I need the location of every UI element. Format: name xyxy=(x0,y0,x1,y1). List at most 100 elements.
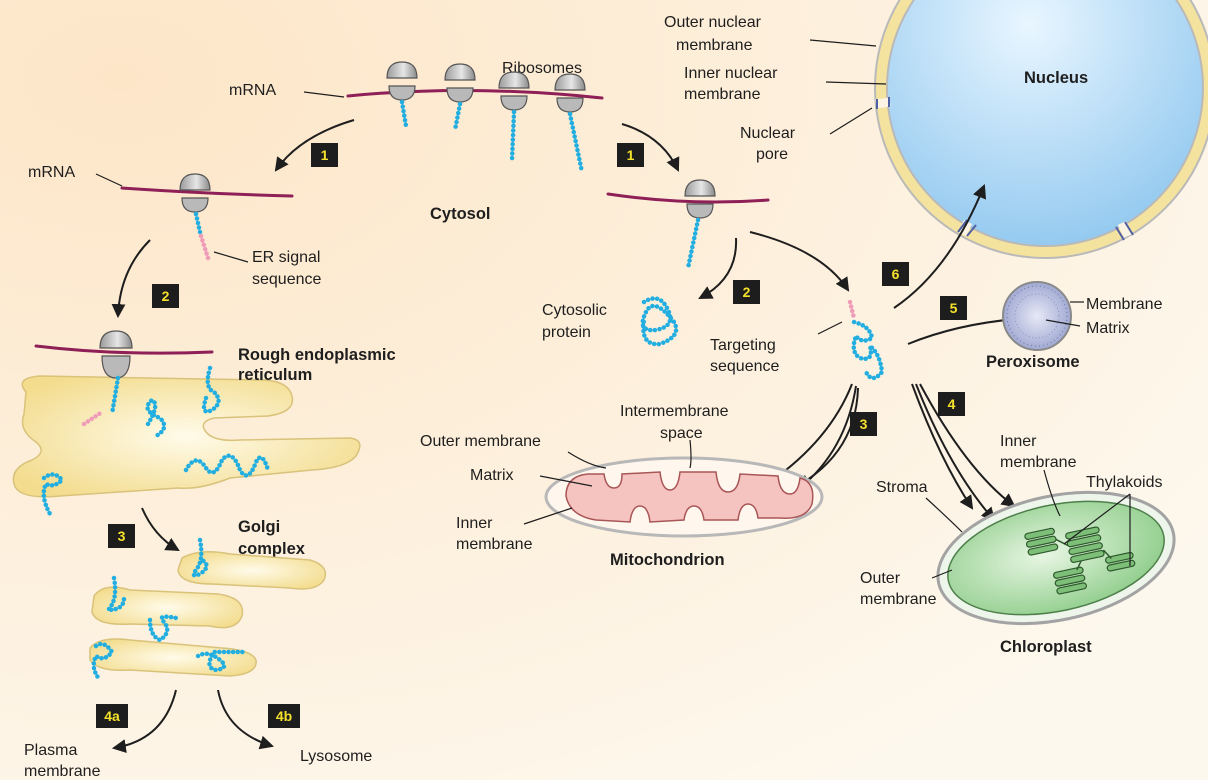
cytosolic-protein-label-1: Cytosolic xyxy=(542,302,607,319)
mrna-left xyxy=(120,186,294,198)
lysosome-label: Lysosome xyxy=(300,748,372,765)
targeting-leader xyxy=(817,321,843,335)
peroxisome xyxy=(1002,281,1072,351)
step-6: 6 xyxy=(892,266,900,282)
peroxisome-membrane-label: Membrane xyxy=(1086,296,1163,313)
step-4b-box xyxy=(268,704,300,728)
rough-er xyxy=(12,375,361,498)
golgi-complex xyxy=(89,551,327,677)
intermembrane-label-2: space xyxy=(660,425,703,442)
targeting-sequence-label-2: sequence xyxy=(710,358,779,375)
intermembrane-label-1: Intermembrane xyxy=(620,403,729,420)
step-6-box xyxy=(882,262,909,286)
outer-chloro-label-1: Outer xyxy=(860,570,901,587)
cytosol-label: Cytosol xyxy=(430,205,491,223)
step-4b: 4b xyxy=(276,708,292,724)
step-3-mito-box xyxy=(850,412,877,436)
mrna-left-label: mRNA xyxy=(28,164,75,181)
mrna-top-leader xyxy=(303,91,345,98)
step-2-cyto: 2 xyxy=(743,284,751,300)
targeted-protein xyxy=(851,319,885,381)
step-1-right-box xyxy=(617,143,644,167)
arrow-step4-chloro-c xyxy=(919,383,1016,508)
golgi-label-2: complex xyxy=(238,540,306,558)
er-signal-label-2: sequence xyxy=(252,271,321,288)
step-3-mito: 3 xyxy=(860,416,868,432)
ribosome xyxy=(498,71,530,111)
outer-membrane-mito-label: Outer membrane xyxy=(420,433,541,450)
step-4a-box xyxy=(96,704,128,728)
stroma-leader xyxy=(925,497,963,533)
chloroplast-label: Chloroplast xyxy=(1000,638,1092,656)
cytosolic-protein-label-2: protein xyxy=(542,324,591,341)
step-4-chloro: 4 xyxy=(948,396,956,412)
perox-matrix-leader xyxy=(1045,319,1081,327)
ribosome-er xyxy=(99,330,133,379)
mitochondrion-label: Mitochondrion xyxy=(610,551,725,569)
targeting-sequence-label-1: Targeting xyxy=(710,337,776,354)
arrow-step4a xyxy=(111,689,177,754)
outer-nuclear-leader xyxy=(809,39,877,47)
mrna-er xyxy=(34,344,214,355)
arrow-step3-golgi xyxy=(141,507,180,552)
outer-nuclear-membrane-label-2: membrane xyxy=(676,37,753,54)
matrix-mito-leader xyxy=(539,475,593,487)
step-2-er-box xyxy=(152,284,179,308)
rough-er-label-1: Rough endoplasmic xyxy=(238,346,396,364)
arrow-step1-left xyxy=(274,119,355,172)
step-4-chloro-box xyxy=(938,392,965,416)
inner-nuclear-leader xyxy=(825,81,887,85)
inner-mito-label-1: Inner xyxy=(456,515,493,532)
matrix-mito-label: Matrix xyxy=(470,467,514,484)
ribosome-cytosolic xyxy=(684,179,716,219)
er-signal-label-1: ER signal xyxy=(252,249,320,266)
mrna-left-leader xyxy=(95,173,123,187)
intermembrane-leader xyxy=(689,439,692,469)
ribosome xyxy=(554,73,586,113)
step-2-cyto-box xyxy=(733,280,760,304)
thylakoids-label: Thylakoids xyxy=(1086,474,1162,491)
rough-er-label-2: reticulum xyxy=(238,366,312,384)
arrow-step1-right xyxy=(621,123,680,172)
step-1-right: 1 xyxy=(627,147,635,163)
arrow-step2-cytosolic xyxy=(698,237,738,299)
arrow-to-targeting xyxy=(749,231,850,292)
ribosomes-label: Ribosomes xyxy=(502,60,582,77)
arrow-step4-chloro-a xyxy=(911,383,974,510)
cytosolic-protein xyxy=(640,296,679,347)
outer-chloro-label-2: membrane xyxy=(860,591,937,608)
ribosome-cluster xyxy=(386,61,586,175)
er-signal-sequence xyxy=(198,233,211,261)
ribosome-er-signal xyxy=(179,173,211,213)
nuclear-pore-leader xyxy=(829,107,873,135)
nuclear-pore-label-2: pore xyxy=(756,146,788,163)
step-1-left-box xyxy=(311,143,338,167)
inner-chloro-label-1: Inner xyxy=(1000,433,1037,450)
ribosome xyxy=(386,61,418,101)
targeting-sequence xyxy=(847,299,857,321)
plasma-membrane-label-2: membrane xyxy=(24,763,101,780)
nuclear-pore-label-1: Nuclear xyxy=(740,125,796,142)
step-1-left: 1 xyxy=(321,147,329,163)
stroma-label: Stroma xyxy=(876,479,928,496)
step-5: 5 xyxy=(950,300,958,316)
er-signal-leader xyxy=(213,251,249,263)
arrow-step6-nucleus xyxy=(893,184,987,309)
mrna-right xyxy=(606,192,770,204)
ribosome xyxy=(444,63,476,103)
outer-membrane-mito-leader xyxy=(567,451,607,469)
step-4a: 4a xyxy=(104,708,120,724)
inner-mito-label-2: membrane xyxy=(456,536,533,553)
chloroplast xyxy=(936,490,1176,626)
thylakoids-leader xyxy=(1063,493,1131,566)
peroxisome-matrix-label: Matrix xyxy=(1086,320,1130,337)
peroxisome-label: Peroxisome xyxy=(986,353,1080,371)
inner-mito-leader xyxy=(523,507,573,525)
inner-chloro-leader xyxy=(1043,469,1061,517)
inner-nuclear-membrane-label-1: Inner nuclear xyxy=(684,65,778,82)
nucleus-label: Nucleus xyxy=(1024,69,1088,87)
step-3-golgi-box xyxy=(108,524,135,548)
arrow-step4-chloro-b xyxy=(915,383,996,522)
nuclear-pore-marker xyxy=(876,97,890,109)
